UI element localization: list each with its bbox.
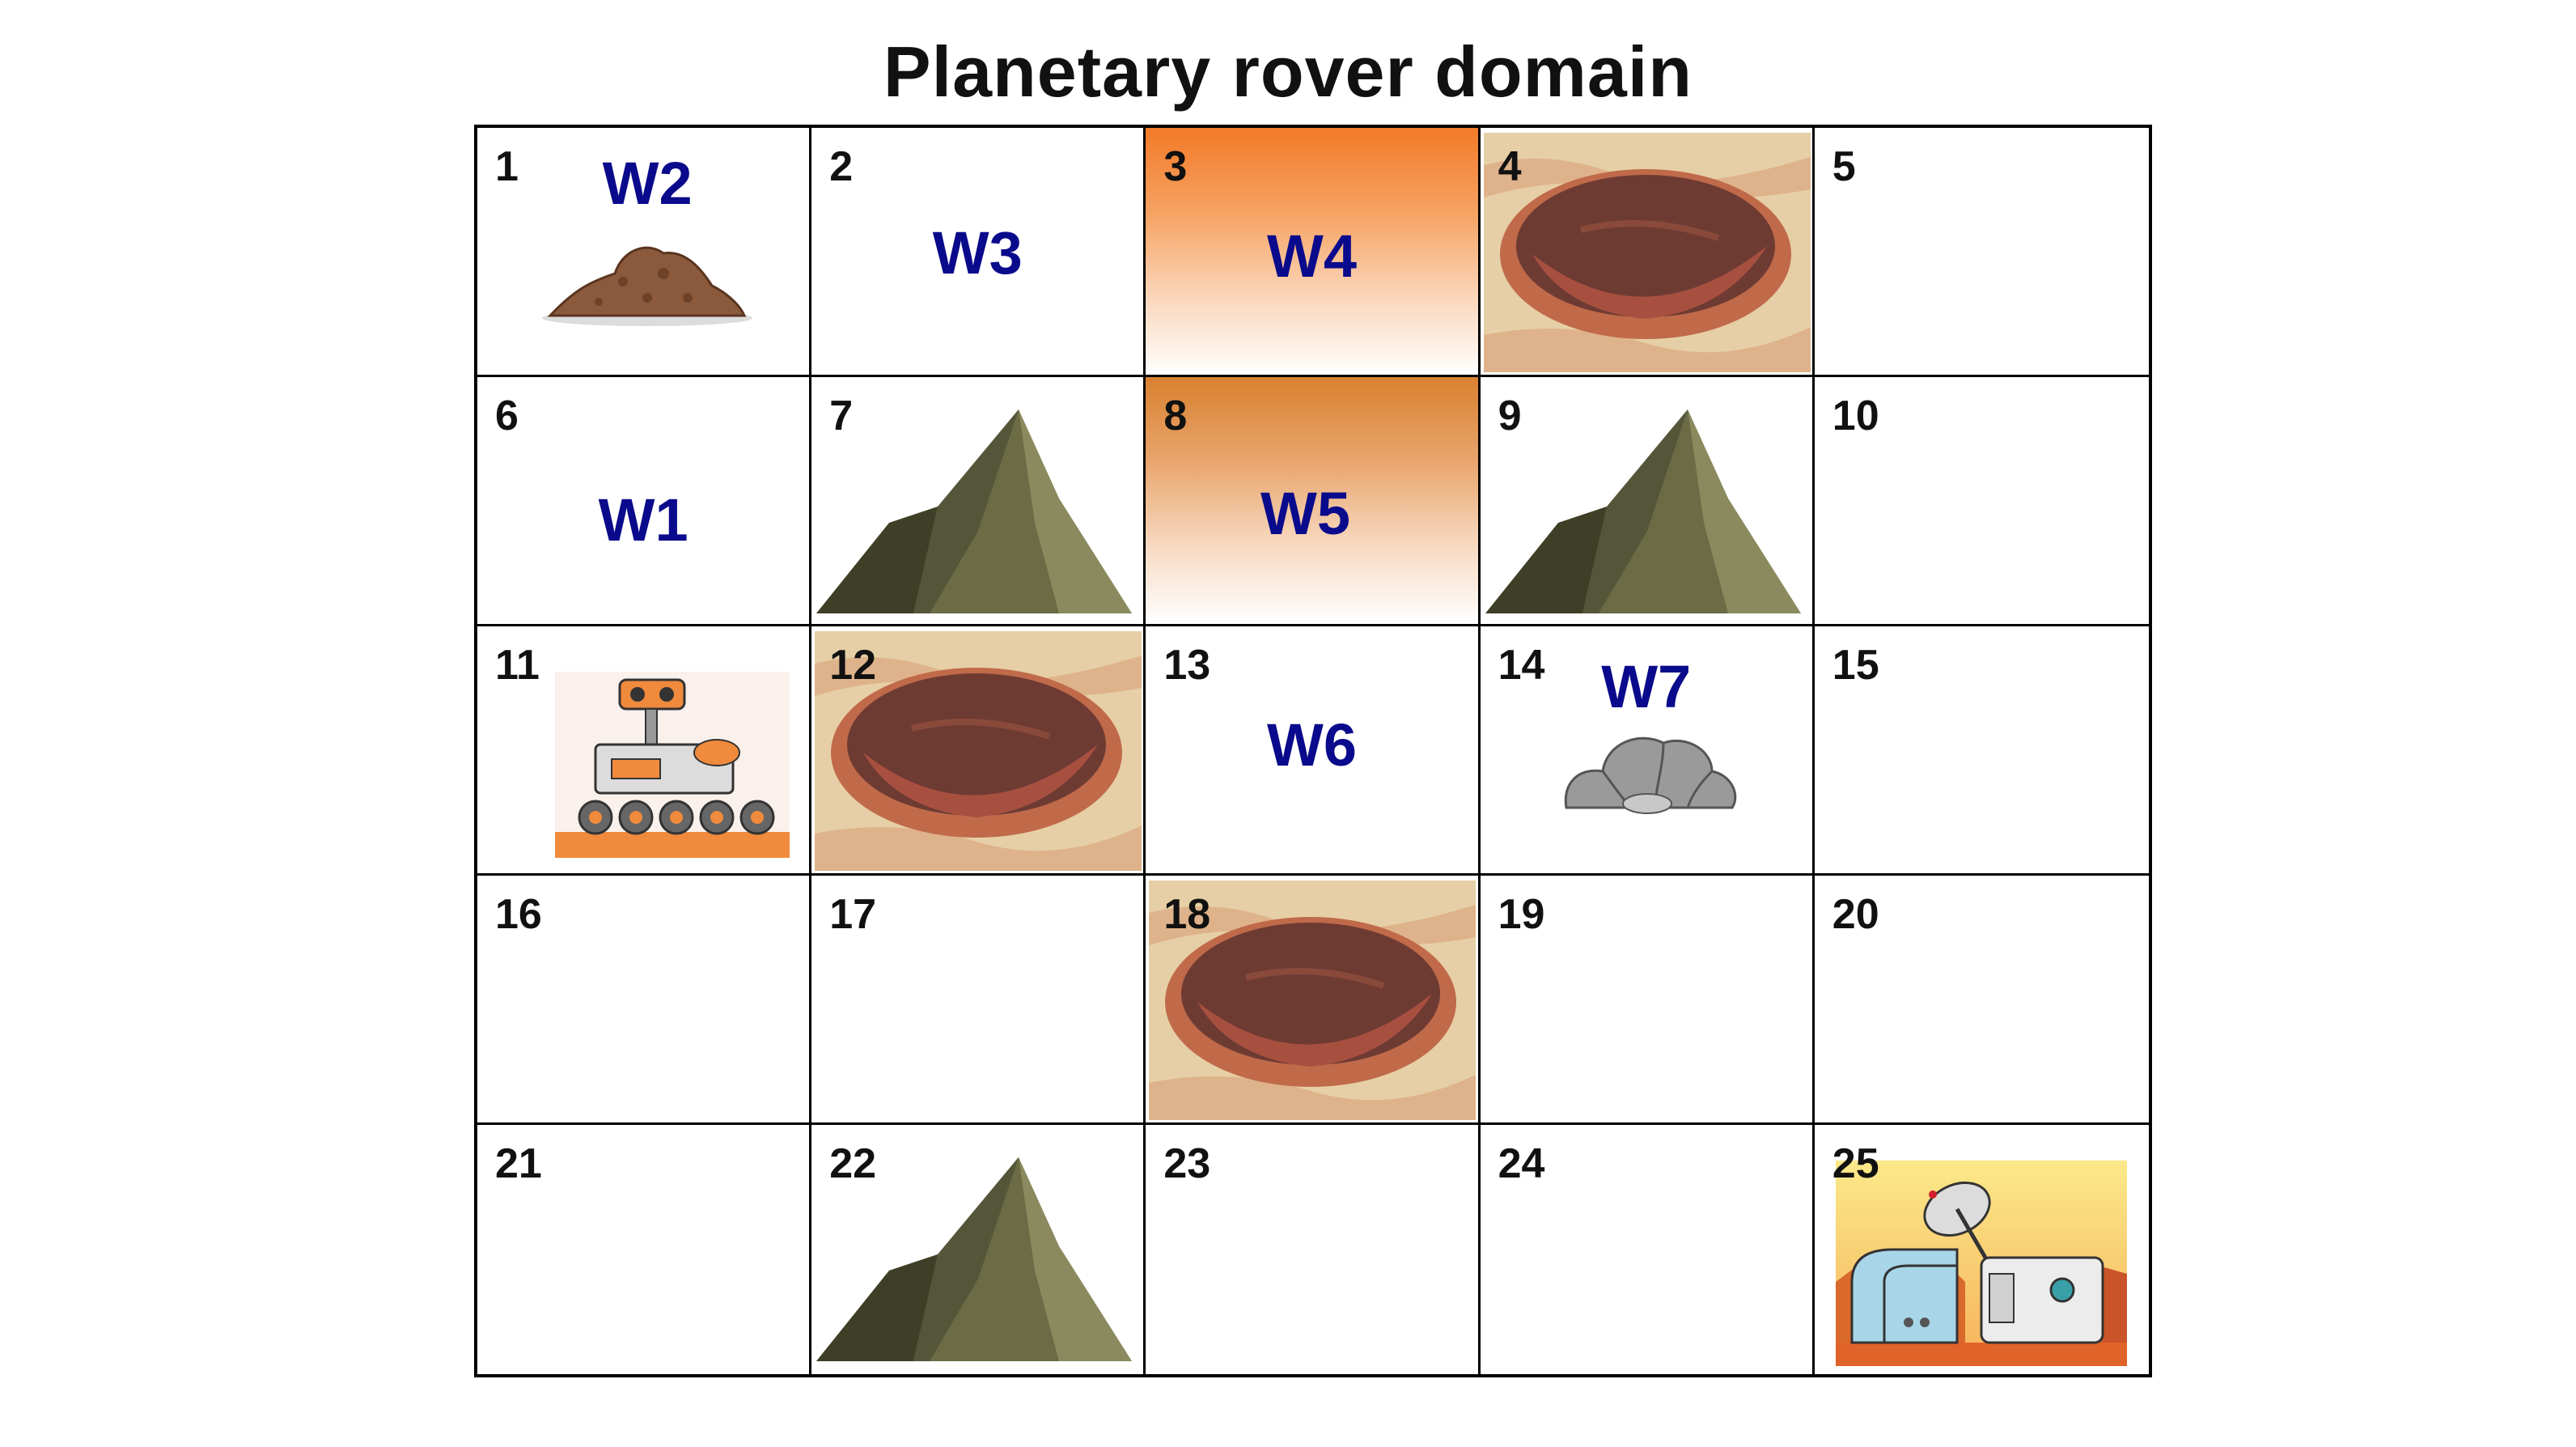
dirt-pile-icon (542, 246, 752, 326)
grid-cell-9[interactable]: 9 (1480, 377, 1815, 626)
cell-number: 3 (1163, 143, 1188, 190)
waypoint-label: W2 (602, 150, 693, 217)
cell-number: 6 (495, 393, 519, 439)
waypoint-label: W6 (1266, 711, 1357, 779)
grid-cell-19[interactable]: 19 (1480, 876, 1815, 1125)
cell-number: 1 (495, 143, 519, 190)
grid-cell-15[interactable]: 15 (1814, 626, 2149, 876)
cell-number: 10 (1832, 393, 1879, 439)
grid-cell-8[interactable]: 8 W5 (1146, 377, 1481, 626)
grid-cell-5[interactable]: 5 (1814, 128, 2149, 377)
waypoint-label: W4 (1266, 223, 1357, 290)
cell-number: 9 (1498, 393, 1522, 439)
grid-cell-14[interactable]: 14 W7 (1480, 626, 1815, 876)
grid-cell-10[interactable]: 10 (1814, 377, 2149, 626)
base-station-icon (1835, 1161, 2127, 1366)
cell-number: 13 (1163, 642, 1211, 689)
waypoint-label: W5 (1260, 480, 1350, 547)
cell-number: 19 (1498, 891, 1545, 938)
cell-number: 16 (495, 891, 542, 938)
grid-cell-3[interactable]: 3 W4 (1146, 128, 1481, 377)
waypoint-label: W3 (932, 219, 1023, 286)
cell-number: 24 (1498, 1140, 1545, 1187)
grid-cell-7[interactable]: 7 (811, 377, 1146, 626)
grid-cell-2[interactable]: 2 W3 (811, 128, 1146, 377)
cell-number: 17 (829, 891, 877, 938)
cell-number: 23 (1163, 1140, 1211, 1187)
grid-cell-16[interactable]: 16 (477, 876, 812, 1125)
cell-number: 14 (1498, 642, 1545, 689)
cell-number: 25 (1832, 1140, 1879, 1187)
grid-cell-13[interactable]: 13 W6 (1146, 626, 1481, 876)
grid-cell-24[interactable]: 24 (1480, 1125, 1815, 1374)
cell-number: 22 (829, 1140, 877, 1187)
grid-cell-4[interactable]: 4 (1480, 128, 1815, 377)
grid-cell-1[interactable]: 1 W2 (477, 128, 812, 377)
grid-cell-6[interactable]: 6 W1 (477, 377, 812, 626)
grid-cell-20[interactable]: 20 (1814, 876, 2149, 1125)
mountain-icon (1485, 409, 1801, 613)
waypoint-label: W7 (1601, 653, 1692, 720)
cell-number: 12 (829, 642, 877, 689)
grid-cell-22[interactable]: 22 (811, 1125, 1146, 1374)
grid-cell-21[interactable]: 21 (477, 1125, 812, 1374)
rover-grid: 1 W2 2 W3 3 W4 4 5 6 W1 (474, 125, 2152, 1377)
rock-pile-icon (1564, 736, 1736, 814)
cell-number: 5 (1832, 143, 1856, 190)
cell-number: 4 (1498, 143, 1522, 190)
cell-number: 20 (1832, 891, 1879, 938)
grid-cell-11[interactable]: 11 (477, 626, 812, 876)
grid-cell-12[interactable]: 12 (811, 626, 1146, 876)
cell-number: 7 (829, 393, 854, 439)
rover-icon (555, 672, 790, 858)
grid-cell-17[interactable]: 17 (811, 876, 1146, 1125)
cell-number: 2 (829, 143, 854, 190)
cell-number: 11 (495, 642, 540, 689)
grid-cell-18[interactable]: 18 (1146, 876, 1481, 1125)
grid-cell-25[interactable]: 25 (1814, 1125, 2149, 1374)
waypoint-label: W1 (598, 486, 688, 554)
crater-icon (815, 631, 1142, 871)
cell-number: 18 (1163, 891, 1211, 938)
cell-number: 8 (1163, 393, 1188, 439)
cell-number: 21 (495, 1140, 542, 1187)
mountain-icon (816, 409, 1133, 613)
page-title: Planetary rover domain (883, 32, 1693, 112)
grid-cell-23[interactable]: 23 (1146, 1125, 1481, 1374)
crater-icon (1483, 133, 1811, 372)
cell-number: 15 (1832, 642, 1879, 689)
crater-icon (1149, 881, 1477, 1120)
mountain-icon (816, 1157, 1133, 1361)
